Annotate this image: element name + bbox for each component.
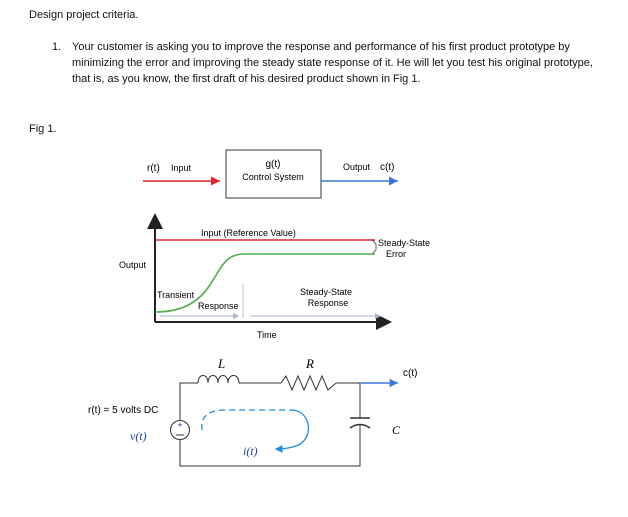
error-bracket <box>371 239 377 255</box>
input-word: Input <box>171 163 192 173</box>
resistor-label: R <box>305 356 314 371</box>
transient-label: Transient <box>157 290 195 300</box>
output-signal-label: c(t) <box>380 162 394 173</box>
capacitor-plate-bottom <box>349 423 371 429</box>
input-signal-label: r(t) <box>147 163 160 174</box>
left-wire <box>179 382 198 420</box>
current-loop-dashed <box>201 409 293 431</box>
rlc-circuit: L R c(t) r(t) = 5 volts DC v(t) C i(t) + <box>88 356 417 467</box>
loop-current-label: i(t) <box>243 444 258 458</box>
inductor-coil <box>197 375 240 384</box>
bottom-wire <box>179 425 361 467</box>
block-diagram: r(t) Input g(t) Control System Output c(… <box>143 149 398 199</box>
source-description: r(t) = 5 volts DC <box>88 405 158 416</box>
circuit-output-label: c(t) <box>403 368 417 379</box>
figure-label: Fig 1. <box>29 123 57 135</box>
heading: Design project criteria. <box>29 9 139 21</box>
criteria-paragraph: Your customer is asking you to improve t… <box>72 41 593 85</box>
output-word: Output <box>343 162 371 172</box>
steady-state-response-label-2: Response <box>308 298 349 308</box>
resistor-zigzag <box>280 374 337 392</box>
control-system-label: Control System <box>242 172 304 182</box>
output-response-curve <box>154 253 375 313</box>
source-plus-sign: + <box>177 420 182 430</box>
time-axis-label: Time <box>257 330 277 340</box>
response-plot: Input (Reference Value) Steady-State Err… <box>119 213 430 340</box>
steady-state-error-label-1: Steady-State <box>378 238 430 248</box>
list-number: 1. <box>52 41 62 53</box>
reference-input-label: Input (Reference Value) <box>201 228 296 238</box>
source-symbol: v(t) <box>130 429 147 443</box>
steady-state-error-label-2: Error <box>386 249 406 259</box>
capacitor-label: C <box>392 423 401 437</box>
transfer-function-label: g(t) <box>266 159 281 170</box>
y-axis-label: Output <box>119 260 147 270</box>
current-loop-arrow <box>274 409 310 453</box>
right-wire <box>336 382 361 418</box>
voltage-source-circle <box>170 420 190 440</box>
response-label: Response <box>198 301 239 311</box>
inductor-label: L <box>217 356 225 371</box>
control-system-box <box>225 149 322 199</box>
steady-state-response-label-1: Steady-State <box>300 287 352 297</box>
